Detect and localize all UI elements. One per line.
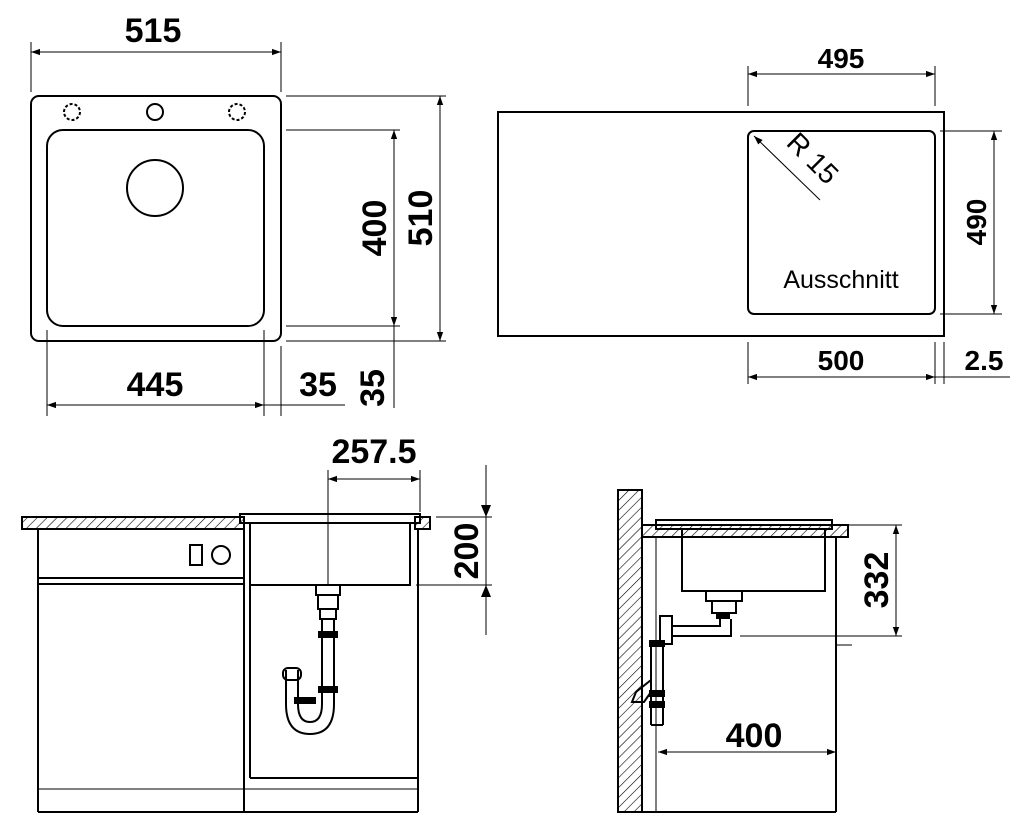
dim-cut-width-top: 495 <box>818 43 865 74</box>
dim-bowl-depth: 200 <box>448 523 486 580</box>
control-knob-icon <box>189 544 231 566</box>
sink-top-view: 515 510 400 35 445 35 <box>30 12 446 416</box>
side-siphon-icon <box>630 590 743 726</box>
drain-hole <box>126 159 184 217</box>
front-view: 257.5 200 <box>21 433 492 813</box>
sink-rim <box>239 513 421 524</box>
worktop-left <box>21 516 245 530</box>
bowl-outline <box>46 129 265 327</box>
siphon-trap-icon <box>282 584 341 736</box>
dim-bowl-width: 445 <box>127 366 184 404</box>
dim-bowl-height: 400 <box>356 200 394 257</box>
dim-offset-right: 35 <box>299 366 337 404</box>
wall-section <box>617 489 643 813</box>
side-view: 332 400 <box>617 489 902 813</box>
radius-leader <box>753 135 821 201</box>
dim-wall-distance: 400 <box>726 717 783 755</box>
worktop-section <box>641 524 849 538</box>
dim-cut-height: 490 <box>961 199 992 246</box>
tap-hole-center <box>146 103 164 121</box>
side-sink-rim <box>655 519 833 530</box>
sink-outline <box>30 95 282 342</box>
dim-cut-width-bottom: 500 <box>818 345 865 376</box>
cutout-outline <box>747 130 936 315</box>
sink-bowl-section <box>249 523 411 586</box>
side-sink-bowl <box>681 529 826 592</box>
dim-width-overall: 515 <box>125 12 182 50</box>
dim-drain-offset: 257.5 <box>331 433 416 471</box>
worktop-outline <box>497 111 945 337</box>
dim-offset-bottom: 35 <box>354 369 392 407</box>
tap-hole-left-optional <box>63 103 81 121</box>
cutout-view: 495 490 R 15 Ausschnitt 500 2.5 <box>497 43 1010 384</box>
dim-install-depth: 332 <box>858 552 896 609</box>
dim-tolerance: 2.5 <box>965 345 1004 376</box>
cutout-label: Ausschnitt <box>783 266 898 294</box>
tap-hole-right-optional <box>228 103 246 121</box>
radius-label: R 15 <box>781 126 845 190</box>
dim-height-overall: 510 <box>402 190 440 247</box>
